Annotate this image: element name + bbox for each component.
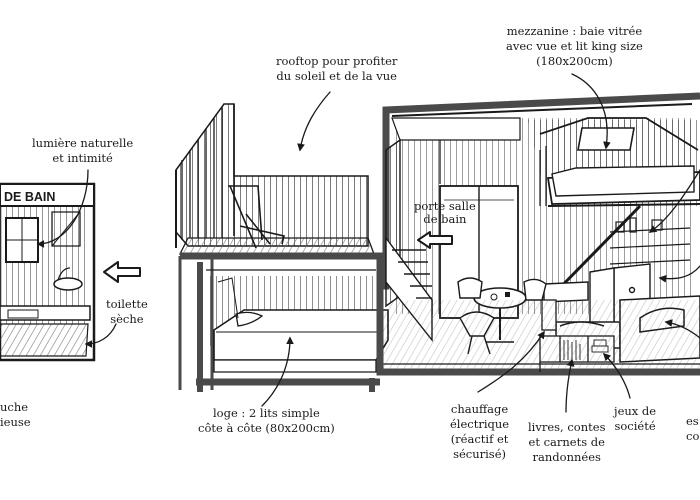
label-rooftop: rooftop pour profiter du soleil et de la… [276, 54, 398, 83]
arrow-heating [477, 330, 545, 393]
label-dry-toilet: toilette sèche [106, 297, 148, 326]
arrow-books [565, 358, 575, 413]
tiny-house-cutaway [175, 92, 700, 392]
label-right-partial: es co [686, 414, 700, 443]
mezzanine [528, 117, 700, 207]
label-loge: loge : 2 lits simple côte à côte (80x200… [198, 406, 335, 435]
direction-arrow-left-icon [103, 261, 141, 283]
bathroom-door-arrow-icon [417, 231, 453, 249]
arrow-board-games [602, 352, 631, 399]
label-heating: chauffage électrique (réactif et sécuris… [450, 402, 510, 461]
arrow-natural-light [36, 169, 89, 248]
arrow-mezzanine [571, 73, 611, 150]
roof-window [577, 127, 635, 151]
label-shower-partial: uche ieuse [0, 400, 31, 429]
arrow-right-top [648, 169, 700, 233]
arrow-rooftop [297, 91, 331, 152]
arrow-right-mid [658, 265, 700, 283]
bathroom-sign: DE BAIN [4, 190, 55, 204]
king-bed [551, 165, 695, 197]
arrow-right-low [664, 319, 700, 339]
label-books: livres, contes et carnets de randonnées [528, 420, 606, 464]
sink [53, 277, 83, 291]
arrow-loge [261, 336, 294, 407]
loge-beds [213, 309, 389, 373]
label-bathroom-door: porte salle de bain [414, 199, 476, 226]
deck-chair [228, 185, 285, 249]
label-board-games: jeux de société [614, 404, 657, 433]
label-mezzanine: mezzanine : baie vitrée avec vue et lit … [506, 24, 643, 68]
label-natural-light: lumière naturelle et intimité [32, 136, 134, 165]
arrow-dry-toilet [84, 323, 117, 348]
